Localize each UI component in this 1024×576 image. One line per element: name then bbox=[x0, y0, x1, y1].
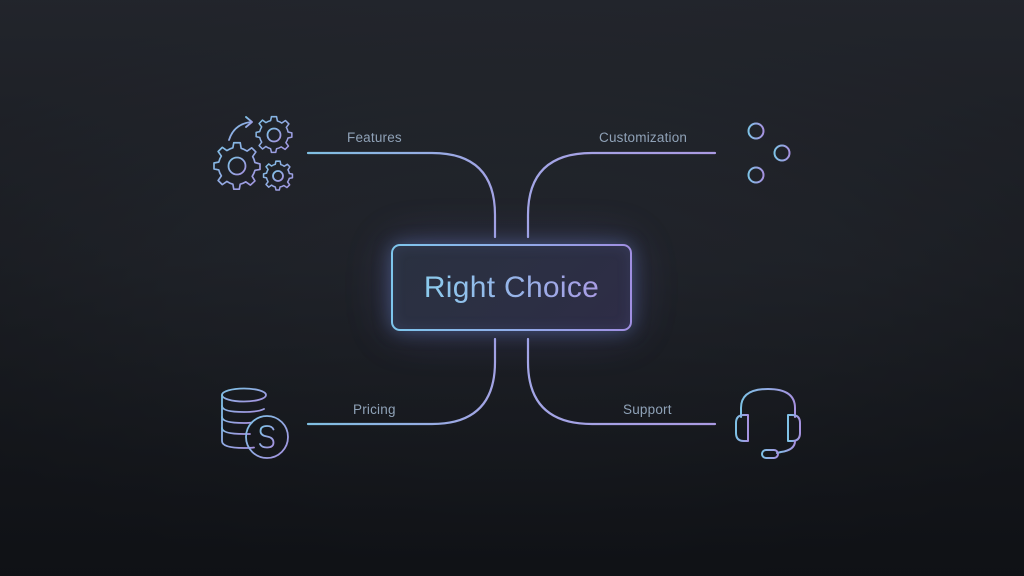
branch-label-features: Features bbox=[347, 130, 402, 145]
connector-support bbox=[526, 337, 717, 426]
coins-dollar-icon bbox=[221, 387, 289, 459]
branch-label-support: Support bbox=[623, 402, 672, 417]
connector-features bbox=[306, 151, 497, 239]
central-node-label: Right Choice bbox=[423, 270, 600, 304]
gears-icon bbox=[213, 115, 294, 191]
central-node: Right Choice bbox=[391, 244, 632, 331]
connector-pricing bbox=[306, 337, 497, 426]
headset-icon bbox=[735, 388, 801, 459]
connector-customization bbox=[526, 151, 717, 239]
branch-label-pricing: Pricing bbox=[353, 402, 396, 417]
sliders-icon bbox=[734, 122, 803, 184]
branch-label-customization: Customization bbox=[599, 130, 688, 145]
